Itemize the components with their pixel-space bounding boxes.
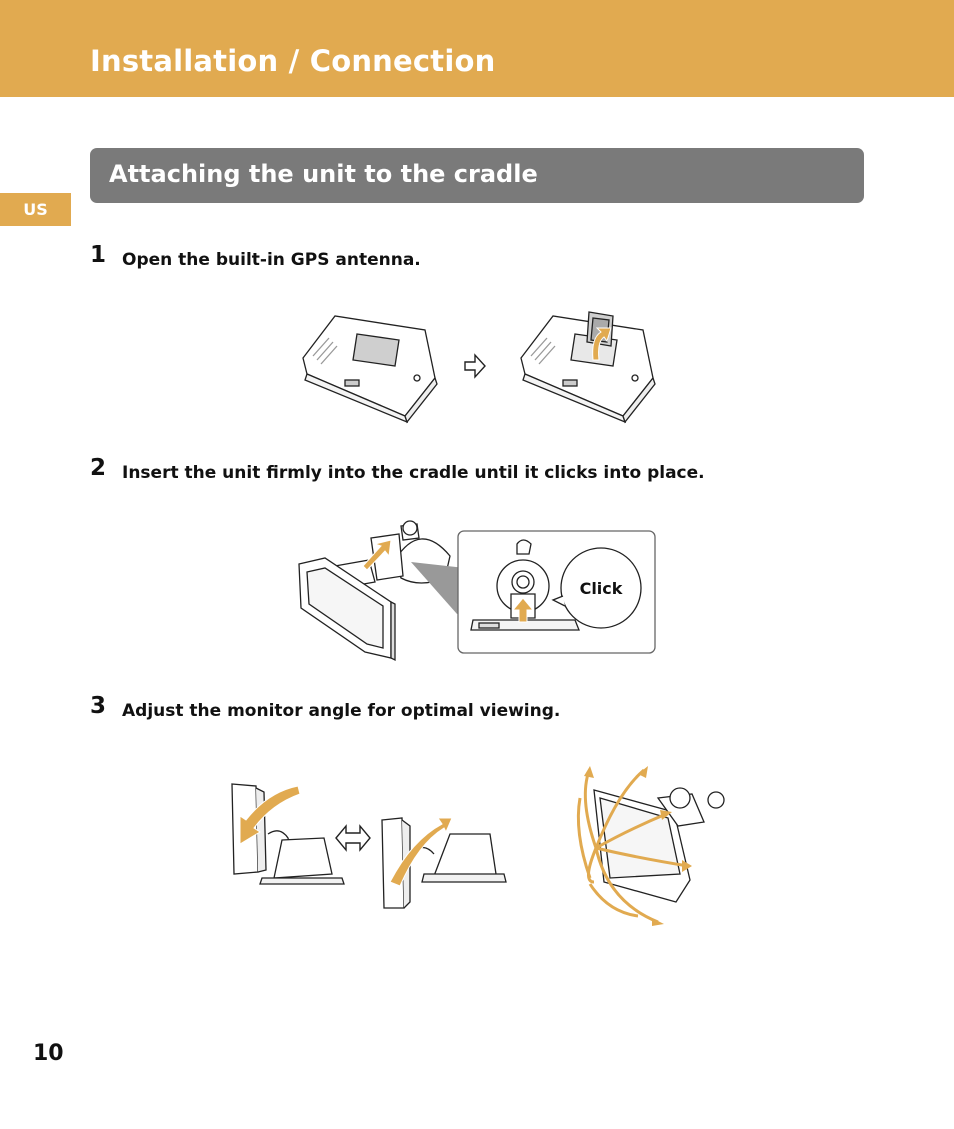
step-number: 1 (90, 242, 107, 268)
rotation-arrowheads-icon (584, 766, 692, 926)
step-text: Insert the unit firmly into the cradle u… (122, 463, 705, 483)
monitor-angle-figure (231, 766, 725, 926)
zoom-connector (411, 562, 465, 614)
unit-back-closed (302, 315, 438, 424)
header-band: Installation / Connection (0, 0, 954, 97)
click-callout (560, 547, 642, 629)
insert-arrow-icon (362, 539, 392, 571)
tilt-arrow-icon (239, 785, 301, 845)
tilt-up-view (381, 817, 507, 909)
section-bar: Attaching the unit to the cradle (90, 148, 864, 203)
step-number: 3 (90, 693, 107, 719)
double-arrow-icon (335, 824, 371, 852)
step-text: Adjust the monitor angle for optimal vie… (122, 701, 561, 721)
page-title: Installation / Connection (90, 44, 496, 78)
language-tab: US (0, 193, 71, 226)
gps-antenna-figure (302, 311, 656, 424)
click-label: Click (580, 579, 623, 598)
swivel-view (593, 787, 725, 903)
page-number: 10 (33, 1041, 64, 1066)
step-text: Open the built-in GPS antenna. (122, 250, 421, 270)
rotation-arrows-icon (576, 768, 689, 924)
step-number: 2 (90, 455, 107, 481)
unit-back-open (520, 311, 656, 424)
up-arrow-icon (511, 597, 535, 623)
step-arrow-icon (464, 353, 486, 379)
tilt-arrow-icon (389, 817, 453, 887)
flip-arrow-icon (592, 327, 612, 361)
cradle-insert-figure: Click (298, 520, 656, 662)
section-title: Attaching the unit to the cradle (109, 160, 538, 188)
